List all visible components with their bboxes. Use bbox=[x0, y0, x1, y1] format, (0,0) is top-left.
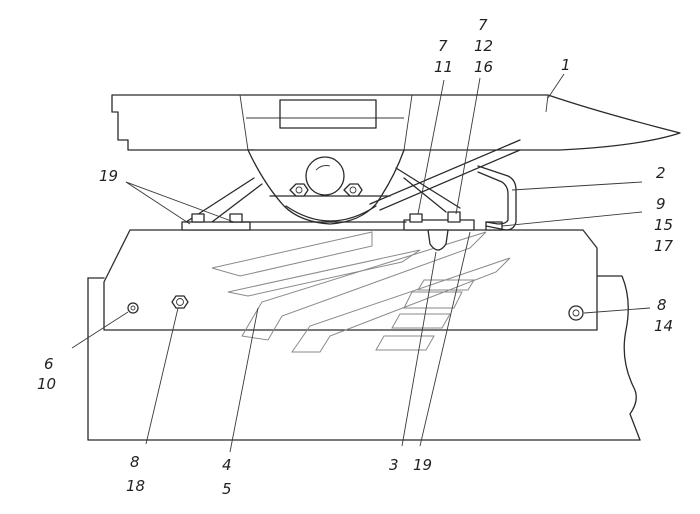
callout-labels: 7 7 12 11 16 1 19 2 9 15 17 8 14 6 10 8 … bbox=[37, 16, 674, 498]
callout-6: 6 bbox=[44, 355, 54, 373]
callout-15: 15 bbox=[654, 216, 673, 234]
fasteners bbox=[127, 295, 584, 321]
callout-10: 10 bbox=[37, 375, 56, 393]
callout-7-mid: 7 bbox=[438, 37, 448, 55]
mounting-plate bbox=[103, 229, 598, 331]
callout-14: 14 bbox=[654, 317, 673, 335]
watermark-logo bbox=[211, 231, 511, 353]
mounting-strips bbox=[181, 211, 503, 251]
callout-1: 1 bbox=[561, 56, 571, 74]
callout-16: 16 bbox=[474, 58, 493, 76]
lock-handle bbox=[477, 165, 517, 231]
callout-2: 2 bbox=[656, 164, 666, 182]
saddle-bracket bbox=[185, 139, 521, 225]
callout-17: 17 bbox=[654, 237, 674, 255]
callout-4: 4 bbox=[222, 456, 232, 474]
callout-19-bottom: 19 bbox=[413, 456, 432, 474]
callout-11: 11 bbox=[434, 58, 453, 76]
callout-18: 18 bbox=[126, 477, 145, 495]
callout-8-right: 8 bbox=[657, 296, 667, 314]
callout-8-bottom: 8 bbox=[130, 453, 140, 471]
callout-7-top: 7 bbox=[478, 16, 488, 34]
callout-19-left: 19 bbox=[99, 167, 118, 185]
callout-3: 3 bbox=[389, 456, 399, 474]
leader-lines bbox=[71, 73, 651, 453]
callout-9: 9 bbox=[656, 195, 666, 213]
callout-5: 5 bbox=[222, 480, 232, 498]
callout-12: 12 bbox=[474, 37, 493, 55]
